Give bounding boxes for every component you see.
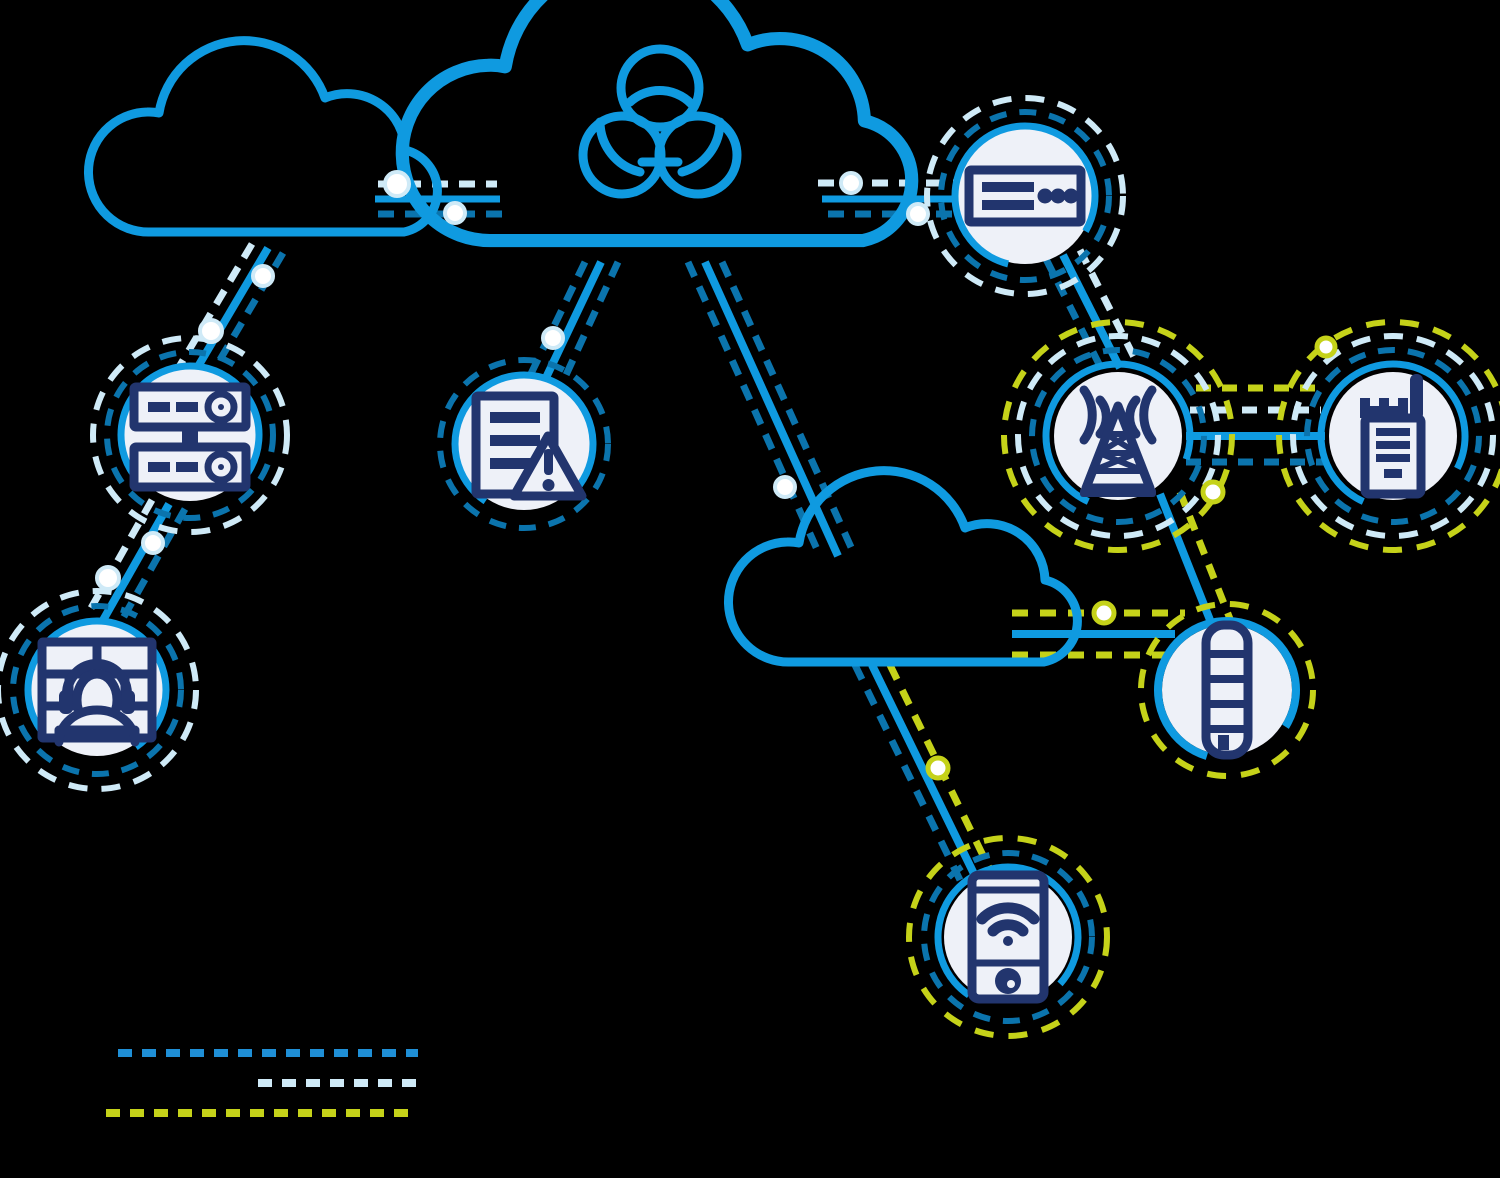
document-warning-icon xyxy=(471,391,587,501)
three-interlocking-circles-icon xyxy=(578,44,742,199)
waypoint-left-cloud-server-b xyxy=(198,318,224,344)
waypoint-bottom-cloud-phone xyxy=(925,755,951,781)
waypoint-bottom-cloud-battery xyxy=(1091,600,1117,626)
clouds-layer xyxy=(88,0,1077,662)
waypoint-tower-to-radio xyxy=(1200,479,1226,505)
radio-tower-node[interactable] xyxy=(1001,319,1235,553)
waypoint-center-cloud-document xyxy=(541,326,565,350)
waypoint-center-cloud-switch-lower xyxy=(906,202,930,226)
link-center-cloud-to-document[interactable] xyxy=(523,260,622,390)
alert-document-node[interactable] xyxy=(426,346,621,541)
link-tower-to-two-way-radio[interactable] xyxy=(1186,384,1325,466)
link-tower-to-battery[interactable] xyxy=(1156,490,1236,627)
server-stack-node[interactable] xyxy=(90,335,290,535)
legend xyxy=(106,1049,418,1117)
network-switch-node[interactable] xyxy=(924,95,1126,297)
radio-tower-icon xyxy=(1079,385,1157,497)
battery-level-node[interactable] xyxy=(1134,597,1321,784)
user-firewall-icon xyxy=(37,637,157,747)
battery-icon xyxy=(1201,620,1253,760)
links-layer xyxy=(82,179,1325,882)
nodes-layer xyxy=(0,95,1500,1039)
mobile-phone-node[interactable] xyxy=(906,835,1110,1039)
link-center-cloud-to-bottom-cloud[interactable] xyxy=(684,260,859,558)
waypoint-center-cloud-switch-upper xyxy=(839,171,863,195)
waypoints-layer xyxy=(95,170,1338,781)
left-cloud[interactable] xyxy=(88,41,437,232)
link-bottom-cloud-to-phone[interactable] xyxy=(851,663,999,882)
waypoint-server-user-a xyxy=(141,531,165,555)
waypoint-left-cloud-center-cloud-upper xyxy=(383,170,411,198)
waypoint-left-cloud-center-cloud-lower xyxy=(443,201,467,225)
two-way-radio-node[interactable] xyxy=(1276,319,1500,553)
waypoint-center-cloud-bottom-cloud xyxy=(773,475,797,499)
walkie-talkie-icon xyxy=(1360,374,1426,499)
waypoint-left-cloud-server-a xyxy=(251,264,275,288)
smartphone-wifi-icon xyxy=(967,870,1049,1004)
network-switch-icon xyxy=(964,165,1086,227)
link-server-to-user[interactable] xyxy=(82,498,189,629)
waypoint-radio-upper-left xyxy=(1314,335,1338,359)
waypoint-server-user-b xyxy=(95,565,121,591)
server-stack-icon xyxy=(129,382,251,492)
secure-user-node[interactable] xyxy=(0,588,199,792)
center-cloud[interactable] xyxy=(402,0,911,241)
